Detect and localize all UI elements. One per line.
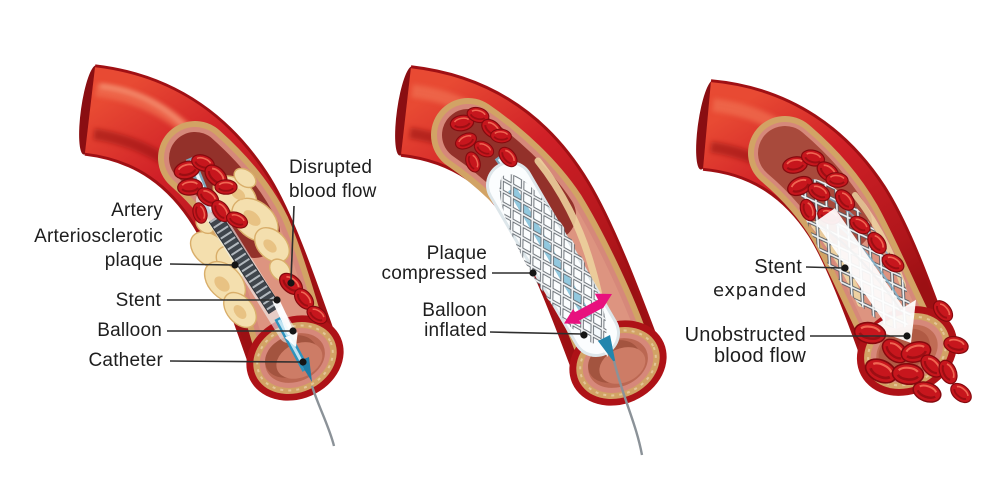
label-unobstructed-line2: blood flow [713,345,806,367]
label-arteriosclerotic-plaque-line2: plaque [104,250,163,271]
label-plaque-compressed-line2: compressed [381,263,487,284]
label-plaque-compressed-line1: Plaque [426,243,487,264]
catheter-tip [598,335,644,456]
guidewire [310,385,336,447]
label-unobstructed-blood-flow: Unobstructed blood flow [685,325,806,367]
label-disrupted-line2: blood flow [289,181,377,202]
label-balloon-inflated: Balloon inflated [422,301,487,341]
label-arteriosclerotic-plaque: Arteriosclerotic plaque [34,225,163,273]
label-disrupted-line1: Disrupted [289,157,373,178]
label-balloon: Balloon [97,320,162,341]
disrupted-flow-arrow [272,297,298,347]
label-stent-expanded-line2: expanded [712,280,807,301]
label-balloon-inflated-line2: inflated [424,320,487,341]
artery-illustration-stage-1 [79,64,344,447]
label-arteriosclerotic-plaque-line1: Arteriosclerotic [34,226,163,247]
plaque-spots [214,187,277,319]
label-plaque-compressed: Plaque compressed [382,244,488,284]
guidewire [612,360,644,456]
label-catheter: Catheter [88,350,163,371]
label-stent-expanded-line1: Stent [754,256,802,278]
label-disrupted-blood-flow: Disrupted blood flow [289,156,377,204]
label-stent: Stent [115,290,161,311]
artery-illustration-stage-3 [696,79,976,408]
label-balloon-inflated-line1: Balloon [422,300,487,321]
label-unobstructed-line1: Unobstructed [684,324,806,346]
stent-collapsed-graphic [208,213,282,315]
expansion-arrow [564,293,612,324]
label-artery: Artery [111,200,163,221]
artery-illustration-stage-2 [395,65,667,456]
